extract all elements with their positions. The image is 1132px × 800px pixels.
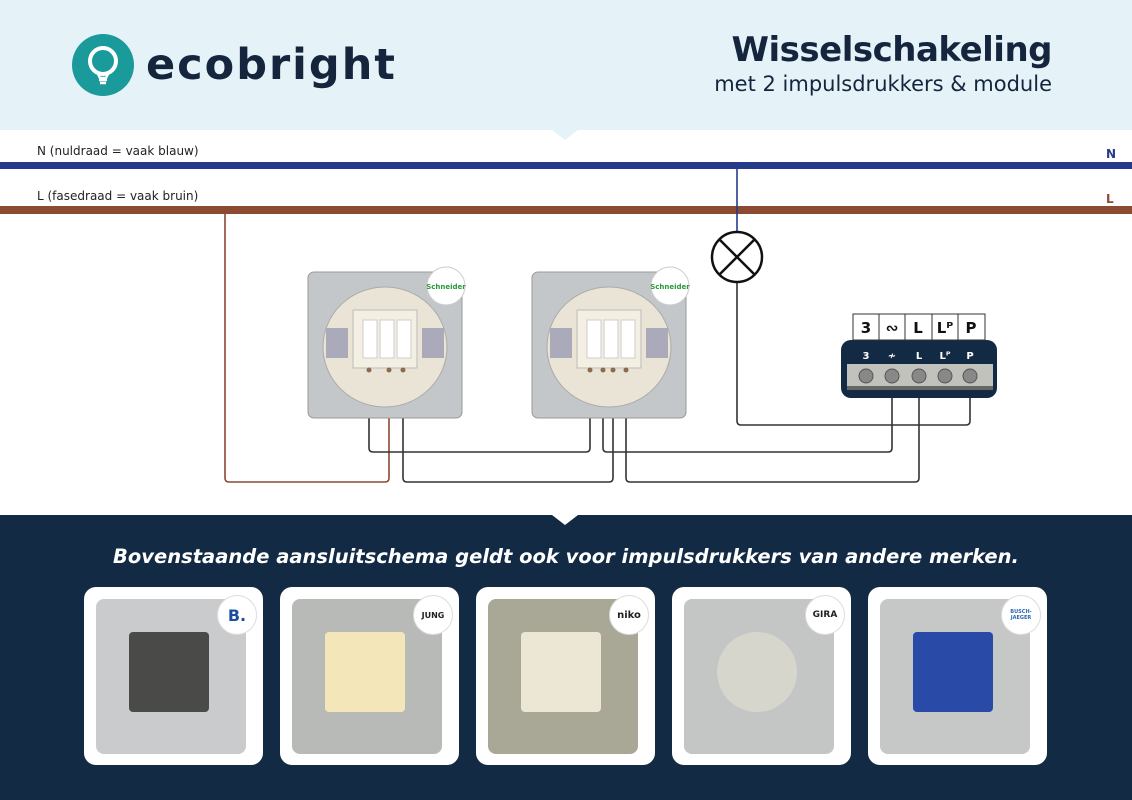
- jung-badge: JUNG: [413, 595, 453, 635]
- neutral-label: N (nuldraad = vaak blauw): [37, 144, 199, 158]
- module-label-l: L: [913, 319, 923, 337]
- switch-terminals: [366, 367, 629, 373]
- phase-to-switch-wire: [224, 214, 390, 483]
- brands-section: Bovenstaande aansluitschema geldt ook vo…: [0, 515, 1132, 800]
- impulse-module: 3 ∾ L Lᴾ P 3 ≁ L Lᴾ P: [841, 313, 997, 398]
- phase-label: L (fasedraad = vaak bruin): [37, 189, 199, 203]
- switch-link-wire-1: [368, 370, 591, 453]
- ecobright-logo: ecobright: [72, 34, 397, 96]
- busch-jaeger-badge: BUSCH-JAEGER: [1001, 595, 1041, 635]
- terminal-3: 3: [863, 351, 870, 362]
- terminal-p: P: [966, 351, 973, 362]
- header-notch: [552, 130, 578, 140]
- schneider-badge: Schneider: [650, 283, 690, 291]
- brand-card-jung: JUNG: [280, 587, 459, 765]
- gira-badge: GIRA: [805, 595, 845, 635]
- switch-to-module-wire-1: [602, 370, 893, 453]
- title-block: Wisselschakeling met 2 impulsdrukkers & …: [714, 30, 1052, 96]
- module-label-3: 3: [861, 319, 871, 337]
- schneider-switch-1: Schneider: [307, 266, 466, 419]
- module-label-lp: Lᴾ: [937, 319, 954, 337]
- switch-link-wire-2: [402, 370, 614, 483]
- page-title: Wisselschakeling: [731, 30, 1053, 70]
- phase-letter: L: [1106, 192, 1114, 206]
- berker-badge: B.: [217, 595, 257, 635]
- brand-card-niko: niko: [476, 587, 655, 765]
- terminal-mains: ≁: [888, 351, 896, 362]
- brand-card-busch-jaeger: BUSCH-JAEGER: [868, 587, 1047, 765]
- page-subtitle: met 2 impulsdrukkers & module: [714, 72, 1052, 96]
- tagline: Bovenstaande aansluitschema geldt ook vo…: [113, 545, 1019, 568]
- wires: [224, 169, 971, 483]
- terminal-lp: Lᴾ: [940, 351, 951, 362]
- phase-bus: [0, 206, 1132, 214]
- logo-text: ecobright: [146, 40, 397, 90]
- niko-badge: niko: [609, 595, 649, 635]
- wiring-diagram: Schneider Schneider 3 ∾ L Lᴾ P 3: [0, 130, 1132, 483]
- neutral-letter: N: [1106, 147, 1117, 161]
- terminal-l: L: [916, 351, 923, 362]
- brand-card-gira: GIRA: [672, 587, 851, 765]
- neutral-bus: [0, 162, 1132, 169]
- section-notch: [552, 515, 578, 525]
- lamp-to-module-wire: [736, 282, 971, 426]
- schneider-switch-2: Schneider: [531, 266, 690, 419]
- schneider-badge: Schneider: [426, 283, 466, 291]
- brand-card-berker: B.: [84, 587, 263, 765]
- lightbulb-icon: [72, 34, 134, 96]
- header: ecobright Wisselschakeling met 2 impulsd…: [0, 0, 1132, 130]
- switch-to-module-wire-2: [625, 370, 920, 483]
- module-label-mains: ∾: [886, 319, 899, 337]
- lamp-icon: [710, 230, 764, 284]
- module-label-p: P: [966, 319, 977, 337]
